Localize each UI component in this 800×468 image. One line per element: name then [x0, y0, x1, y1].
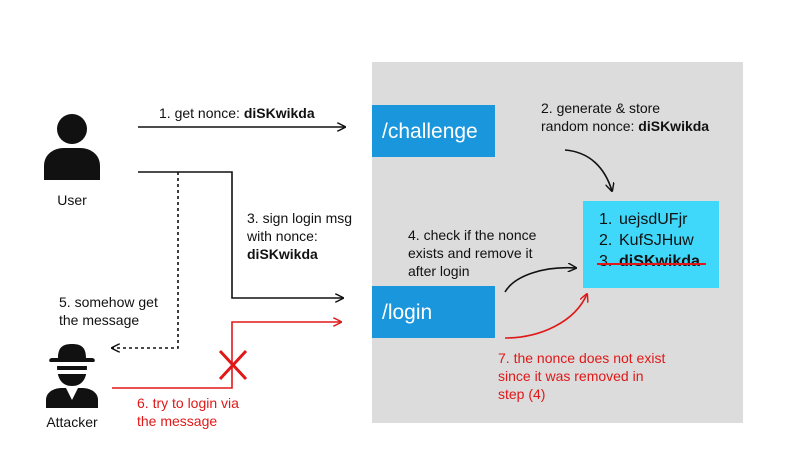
step-4-label: 4. check if the nonce exists and remove … [408, 226, 536, 280]
step-1-text: 1. get nonce: [159, 105, 244, 121]
nonce-store: 1. uejsdUFjr 2. KufSJHuw 3. diSKwikda [583, 201, 719, 288]
nonce-index: 2. [599, 232, 613, 249]
step-4-line-1: 4. check if the nonce [408, 227, 537, 243]
step-2-line-2: random nonce: diSKwikda [541, 117, 709, 135]
step-2-line-2-text: random nonce: [541, 118, 639, 134]
step-6-line-1: 6. try to login via [137, 395, 239, 411]
nonce-item-removed: 3. diSKwikda [597, 251, 719, 272]
nonce-value: uejsdUFjr [619, 211, 688, 228]
step-3-nonce: diSKwikda [247, 246, 318, 262]
nonce-index: 1. [599, 211, 613, 228]
nonce-value: KufSJHuw [619, 232, 694, 249]
step-3-line-2: with nonce: [247, 228, 318, 244]
step-3-label: 3. sign login msg with nonce: diSKwikda [247, 209, 352, 263]
step-7-label: 7. the nonce does not exist since it was… [498, 349, 665, 403]
arrow-nonce-missing [504, 294, 587, 339]
challenge-endpoint-label: /challenge [382, 119, 478, 143]
step-4-line-3: after login [408, 263, 470, 279]
step-2-nonce: diSKwikda [638, 118, 710, 134]
arrow-check-nonce [504, 268, 576, 293]
user-icon [44, 114, 100, 180]
step-6-line-2: the message [137, 413, 218, 429]
arrow-store-nonce [564, 149, 612, 191]
step-1-label: 1. get nonce: diSKwikda [159, 104, 315, 122]
step-7-line-2: since it was removed in [498, 368, 644, 384]
nonce-index: 3. [599, 253, 613, 270]
nonce-item: 1. uejsdUFjr [599, 209, 719, 230]
removed-nonce-text: diSKwikda [619, 253, 700, 270]
user-label: User [57, 192, 87, 208]
step-5-line-2: the message [59, 312, 140, 328]
challenge-endpoint: /challenge [372, 105, 495, 157]
removed-nonce-value: diSKwikda [597, 253, 706, 270]
step-6-label: 6. try to login via the message [137, 394, 239, 430]
step-7-line-1: 7. the nonce does not exist [498, 350, 666, 366]
login-endpoint: /login [372, 286, 495, 338]
step-7-line-3: step (4) [498, 386, 546, 402]
step-4-line-2: exists and remove it [408, 245, 533, 261]
step-3-line-1: 3. sign login msg [247, 210, 353, 226]
arrow-replay-login [112, 322, 341, 389]
arrow-sign-login [138, 171, 343, 298]
step-1-nonce: diSKwikda [243, 105, 315, 121]
arrow-intercept [112, 172, 179, 348]
step-2-line-1: 2. generate & store [541, 100, 661, 116]
attacker-label: Attacker [46, 414, 98, 430]
step-5-label: 5. somehow get the message [59, 293, 158, 329]
step-2-label: 2. generate & store random nonce: diSKwi… [541, 99, 709, 135]
strikethrough-line [597, 263, 706, 265]
login-endpoint-label: /login [382, 300, 433, 324]
red-x-icon [218, 349, 248, 381]
step-5-line-1: 5. somehow get [59, 294, 158, 310]
nonce-item: 2. KufSJHuw [599, 230, 719, 251]
spy-icon [46, 344, 98, 408]
